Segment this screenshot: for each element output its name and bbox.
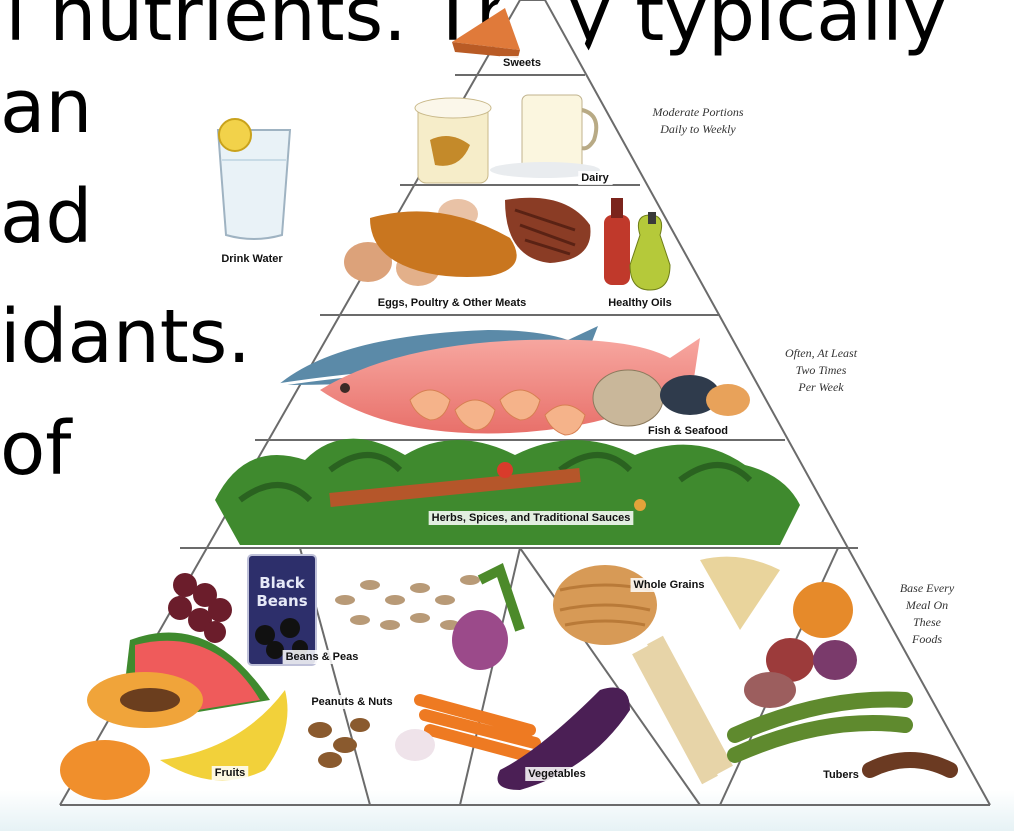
label-beans: Beans & Peas (286, 651, 359, 663)
can-label-line: Beans (256, 592, 307, 610)
label-herbs: Herbs, Spices, and Traditional Sauces (432, 512, 631, 524)
label-oils: Healthy Oils (608, 297, 672, 309)
label-dairy: Dairy (581, 172, 609, 184)
label-vegetables: Vegetables (528, 768, 585, 780)
ground-fade (0, 790, 1014, 831)
label-sweets: Sweets (503, 57, 541, 69)
water-glass (218, 119, 290, 239)
label-drink-water: Drink Water (221, 253, 283, 265)
label-grains: Whole Grains (634, 579, 705, 591)
can-label-line: Black (259, 574, 306, 592)
note-base-every-meal: Base Every Meal On These Foods (872, 580, 982, 648)
label-meats: Eggs, Poultry & Other Meats (378, 297, 527, 309)
label-fruits: Fruits (215, 767, 246, 779)
label-tubers: Tubers (823, 769, 859, 781)
note-often: Often, At Least Two Times Per Week (756, 345, 886, 396)
note-moderate-portions: Moderate Portions Daily to Weekly (618, 104, 778, 138)
label-nuts: Peanuts & Nuts (311, 696, 392, 708)
label-fish: Fish & Seafood (648, 425, 728, 437)
